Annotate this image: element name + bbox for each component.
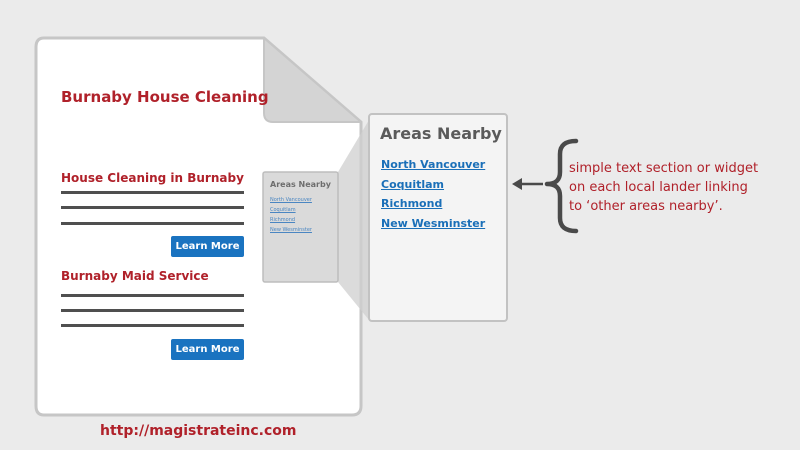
page-title: Burnaby House Cleaning <box>61 88 269 106</box>
annotation-line: to ‘other areas nearby’. <box>569 199 723 214</box>
mini-widget-title: Areas Nearby <box>270 180 331 189</box>
annotation-line: simple text section or widget <box>569 161 759 176</box>
folded-corner-icon <box>263 37 362 123</box>
section-heading: Burnaby Maid Service <box>61 269 209 283</box>
mini-widget-link[interactable]: Coquitlam <box>270 207 296 213</box>
mini-widget-link[interactable]: Richmond <box>270 217 296 223</box>
mini-widget-link[interactable]: North Vancouver <box>270 197 312 203</box>
nearby-area-link[interactable]: Coquitlam <box>381 178 445 191</box>
text-line-placeholder <box>61 222 244 225</box>
curly-brace-icon <box>544 138 579 234</box>
zoom-widget-box <box>368 113 508 322</box>
mini-widget-link[interactable]: New Wesminster <box>270 227 312 233</box>
nearby-area-link[interactable]: New Wesminster <box>381 217 486 230</box>
nearby-area-link[interactable]: North Vancouver <box>381 158 486 171</box>
text-line-placeholder <box>61 309 244 312</box>
nearby-area-link[interactable]: Richmond <box>381 197 443 210</box>
annotation-text: simple text section or widget on each lo… <box>569 159 794 216</box>
text-line-placeholder <box>61 191 244 194</box>
mini-widget-box <box>262 171 339 283</box>
arrow-left-icon <box>512 178 543 190</box>
learn-more-button[interactable]: Learn More <box>171 236 244 257</box>
section-heading: House Cleaning in Burnaby <box>61 171 244 185</box>
text-line-placeholder <box>61 206 244 209</box>
zoom-beam-top <box>338 120 369 320</box>
text-line-placeholder <box>61 324 244 327</box>
learn-more-button[interactable]: Learn More <box>171 339 244 360</box>
zoom-widget-title: Areas Nearby <box>380 124 502 143</box>
document-page <box>34 36 363 417</box>
text-line-placeholder <box>61 294 244 297</box>
annotation-line: on each local lander linking <box>569 180 748 195</box>
footer-url: http://magistrateinc.com <box>100 423 297 439</box>
